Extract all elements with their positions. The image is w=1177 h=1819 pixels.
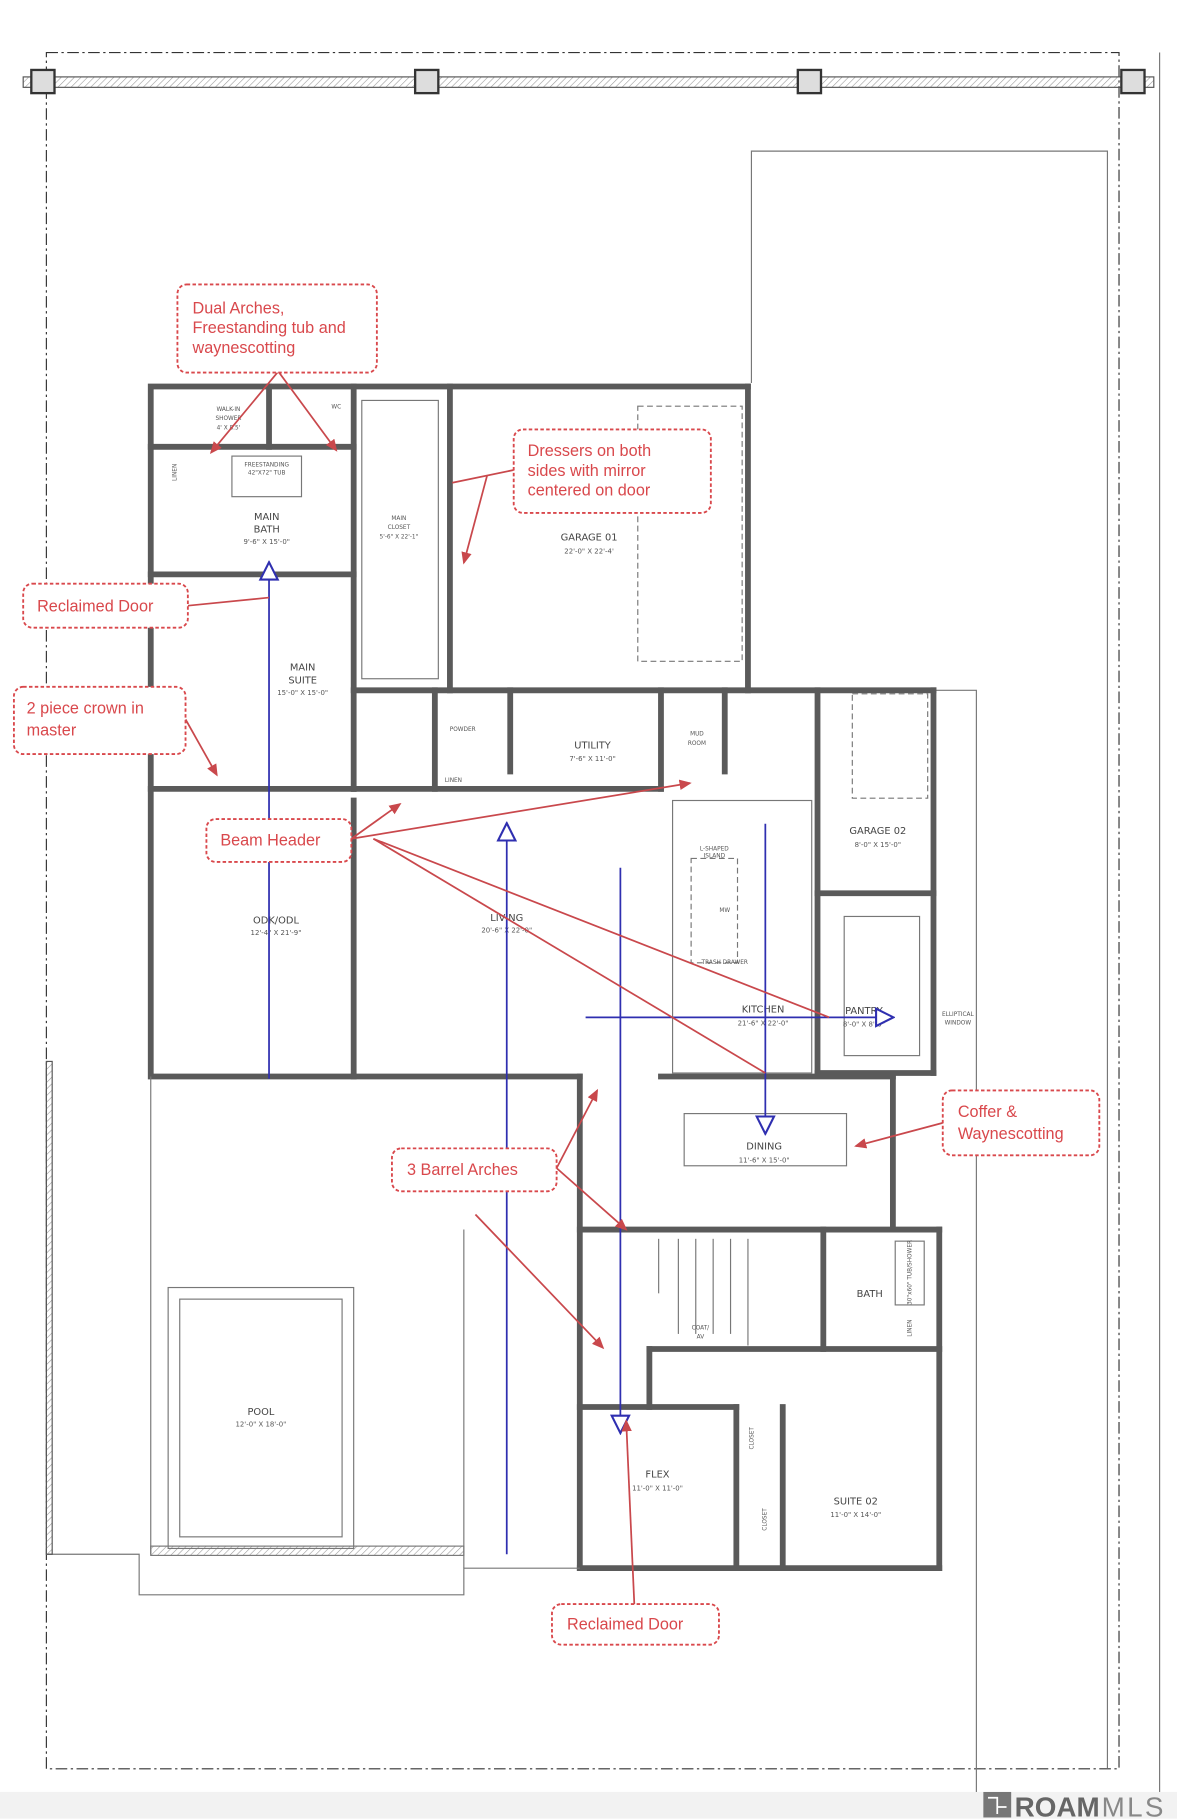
annotation-text: master [27,722,77,740]
room-main-bath-linen: LINEN [172,464,178,481]
roam-mls-logo: ROAM MLS [0,1791,1177,1819]
room-suite-02: SUITE 02 [834,1496,878,1507]
annotation-text: centered on door [528,482,651,500]
room-main-bath: MAIN [254,512,280,523]
annotation-text: Reclaimed Door [567,1616,684,1634]
room-main-closet-label2: CLOSET [388,525,411,531]
room-odk-odl: ODK/ODL [253,915,299,926]
room-dining: DINING [746,1142,782,1153]
bath-tub-label: 30"x60" TUB/SHOWER [907,1240,913,1305]
room-main-bath-label2: BATH [254,525,280,536]
microwave-label: MW [719,908,730,914]
room-walk-in-shower-dims: 4' X 8.5' [217,425,241,431]
annotation-dressers: Dressers on both sides with mirror cente… [512,428,712,514]
room-closet-2: CLOSET [762,1508,768,1531]
annotation-text: waynescotting [191,339,295,357]
room-hall-linen: LINEN [445,778,462,784]
annotation-text: Reclaimed Door [37,597,154,615]
kitchen-island: L-SHAPED [700,846,729,852]
room-pantry: PANTRY [845,1006,884,1017]
annotation-barrel-arches: 3 Barrel Arches [391,1147,558,1193]
pergola-beam [22,68,1155,95]
room-walk-in-shower: WALK-IN [217,407,241,413]
annotation-text: Waynescotting [958,1125,1064,1143]
annotation-crown: 2 piece crown in master [12,685,187,756]
room-kitchen: KITCHEN [742,1005,785,1016]
room-garage-02-dims: 8'-0" X 15'-0" [855,841,901,849]
room-flex: FLEX [645,1470,669,1481]
freestanding-tub-dims: 42"X72" TUB [248,471,286,477]
room-bath: BATH [857,1289,883,1300]
annotation-text: Dual Arches, [192,299,284,317]
room-labels: WALK-IN SHOWER 4' X 8.5' WC LINEN FREEST… [172,405,974,1531]
room-garage-01-dims: 22'-0" X 22'-4' [564,548,614,556]
kitchen-island-label2: ISLAND [704,853,726,859]
room-mud-room: MUD [690,732,704,738]
annotation-text: Dressers on both [528,442,652,460]
room-main-bath-dims: 9'-6" X 15'-0" [243,538,289,546]
room-wc: WC [331,405,341,411]
elliptical-window-label2: WINDOW [945,1020,972,1026]
annotation-text: 2 piece crown in [27,700,144,718]
room-utility: UTILITY [574,740,612,751]
room-main-closet: MAIN [391,516,406,522]
annotation-text: 3 Barrel Arches [407,1161,518,1179]
room-mud-room-label2: ROOM [688,741,706,747]
logo-text-mls: MLS [1102,1791,1166,1819]
annotation-beam-header: Beam Header [205,818,353,863]
room-garage-01: GARAGE 01 [561,533,618,544]
room-suite-02-dims: 11'-0" X 14'-0" [830,1511,881,1519]
room-main-suite-dims: 15'-0" X 15'-0" [277,689,328,697]
trash-drawer-label: TRASH DRAWER [701,960,748,966]
room-closet-1: CLOSET [750,1427,756,1450]
room-dining-dims: 11'-6" X 15'-0" [739,1156,790,1164]
room-coat-av-label2: AV [697,1335,705,1341]
freestanding-tub-label: FREESTANDING [244,463,289,469]
room-powder: POWDER [450,727,476,733]
pool [167,1286,355,1550]
annotation-text: Coffer & [958,1103,1017,1121]
room-main-suite: MAIN [290,663,316,674]
annotation-dual-arches: Dual Arches, Freestanding tub and waynes… [176,283,378,374]
room-pool: POOL [247,1407,274,1418]
annotation-reclaimed-door-main: Reclaimed Door [22,582,189,629]
room-odk-odl-dims: 12'-4" X 21'-9" [251,929,302,937]
annotation-reclaimed-door-flex: Reclaimed Door [551,1603,720,1646]
annotation-text: sides with mirror [528,462,647,480]
logo-text-roam: ROAM [1015,1791,1100,1819]
room-walk-in-shower-label: SHOWER [215,416,241,422]
patio [45,1060,580,1596]
circulation-arrows [269,571,885,1555]
elliptical-window-label: ELLIPTICAL [942,1012,975,1018]
room-utility-dims: 7'-6" X 11'-0" [569,755,615,763]
annotation-leaders [184,370,943,1605]
room-garage-02: GARAGE 02 [849,826,906,837]
room-bath-linen: LINEN [907,1320,913,1337]
annotation-text: Beam Header [220,832,321,850]
room-coat-av: COAT/ [692,1325,710,1331]
site-boundary [45,51,1161,1810]
room-main-closet-dims: 5'-6" X 22'-1" [380,534,419,540]
room-pool-dims: 12'-0" X 18'-0" [235,1421,286,1429]
annotation-coffer: Coffer & Waynescotting [941,1089,1101,1157]
annotation-text: Freestanding tub and [192,319,345,337]
room-main-suite-label2: SUITE [288,675,317,686]
room-kitchen-dims: 21'-6" X 22'-0" [738,1019,789,1027]
room-flex-dims: 11'-0" X 11'-0" [632,1484,683,1492]
room-pantry-dims: 8'-0" X 8'-0" [843,1021,885,1029]
